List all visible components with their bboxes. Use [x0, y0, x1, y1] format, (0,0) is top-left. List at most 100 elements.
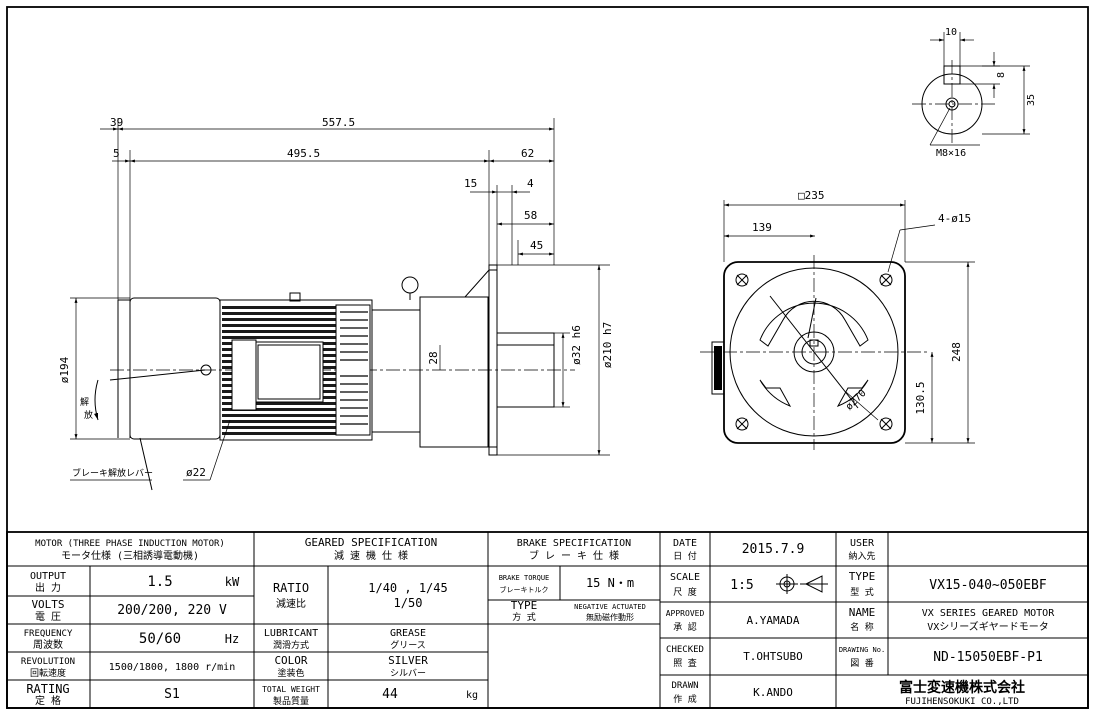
color-jp: 塗装色 — [277, 667, 304, 679]
dim-45: 45 — [530, 239, 543, 252]
dwg-val: ND-15050EBF-P1 — [933, 650, 1043, 665]
volts-jp: 電 圧 — [35, 611, 61, 623]
gear-head-en: GEARED SPECIFICATION — [305, 536, 437, 549]
dim-22: ø22 — [186, 466, 206, 479]
weight-jp: 製品質量 — [273, 695, 309, 707]
output-en: OUTPUT — [30, 571, 66, 582]
dim-58: 58 — [524, 209, 537, 222]
torque-jp: ブレーキトルク — [500, 585, 549, 594]
rev-jp: 回転速度 — [30, 667, 66, 679]
freq-jp: 周波数 — [33, 638, 63, 651]
torque-val: 15 N・m — [586, 576, 634, 590]
scale-jp: 尺 度 — [673, 586, 696, 598]
spec-table: MOTOR (THREE PHASE INDUCTION MOTOR) モータ仕… — [6, 531, 1089, 709]
dim-8: 8 — [996, 72, 1007, 78]
date-jp: 日 付 — [673, 551, 696, 562]
approved-val: A.YAMADA — [747, 614, 800, 627]
dim-139: 139 — [752, 221, 772, 234]
drawn-jp: 作 成 — [673, 693, 696, 705]
checked-en: CHECKED — [666, 645, 704, 655]
company-en: FUJIHENSOKUKI CO.,LTD — [905, 697, 1019, 707]
dim-5: 5 — [113, 147, 120, 160]
front-view: □235 139 4-ø15 ø270 — [700, 189, 975, 450]
lub-val-jp: グリース — [390, 639, 426, 651]
type-jp: 方 式 — [512, 611, 535, 623]
weight-en: TOTAL WEIGHT — [262, 685, 320, 694]
ratio-en: RATIO — [273, 581, 309, 595]
dim-62: 62 — [521, 147, 534, 160]
checked-jp: 照 査 — [673, 657, 696, 669]
dim-35: 35 — [1026, 94, 1037, 106]
output-jp: 出 力 — [35, 581, 61, 594]
dim-28: 28 — [427, 351, 440, 364]
freq-en: FREQUENCY — [24, 629, 73, 639]
scale-val: 1:5 — [730, 578, 753, 593]
dwg-jp: 図 番 — [850, 657, 873, 669]
weight-val: 44 — [382, 687, 398, 702]
rev-val: 1500/1800, 1800 r/min — [109, 662, 235, 673]
name-jp: 名 称 — [850, 621, 873, 633]
shaft-detail: 10 8 35 M8×16 — [912, 27, 1037, 159]
dim-4holes: 4-ø15 — [938, 212, 971, 225]
dim-194: ø194 — [58, 356, 71, 383]
ratio-jp: 減速比 — [276, 597, 306, 610]
dim-39: 39 — [110, 116, 123, 129]
date-en: DATE — [673, 538, 697, 549]
mtype-en: TYPE — [849, 570, 876, 583]
volts-en: VOLTS — [31, 598, 64, 611]
name-val1: VX SERIES GEARED MOTOR — [922, 608, 1055, 619]
release-label-2: 放 — [84, 409, 93, 421]
rating-val: S1 — [164, 687, 180, 702]
ratio-val2: 1/50 — [394, 596, 423, 610]
motor-head-en: MOTOR (THREE PHASE INDUCTION MOTOR) — [35, 539, 225, 549]
dim-557: 557.5 — [322, 116, 355, 129]
scale-en: SCALE — [670, 572, 700, 583]
weight-unit: kg — [466, 690, 478, 701]
user-jp: 納入先 — [848, 550, 875, 562]
torque-en: BRAKE TORQUE — [499, 574, 550, 582]
date-val: 2015.7.9 — [742, 542, 805, 557]
dim-10: 10 — [945, 27, 957, 38]
user-en: USER — [850, 538, 875, 549]
approved-jp: 承 認 — [673, 621, 696, 633]
color-val-jp: シルバー — [390, 668, 426, 679]
lub-en: LUBRICANT — [264, 628, 318, 639]
mtype-jp: 型 式 — [850, 586, 873, 598]
rating-jp: 定 格 — [35, 694, 61, 707]
dim-m8: M8×16 — [936, 148, 966, 159]
brake-head-en: BRAKE SPECIFICATION — [517, 538, 631, 549]
drawn-val: K.ANDO — [753, 686, 793, 699]
color-en: COLOR — [274, 654, 307, 667]
type-val-jp: 無励磁作動形 — [586, 612, 634, 622]
color-val-en: SILVER — [388, 654, 428, 667]
dim-248: 248 — [950, 342, 963, 362]
dim-15: 15 — [464, 177, 477, 190]
lub-val-en: GREASE — [390, 628, 426, 639]
output-unit: kW — [225, 575, 240, 589]
ratio-val1: 1/40 , 1/45 — [368, 581, 447, 595]
type-val-en: NEGATIVE ACTUATED — [574, 603, 646, 611]
release-label: 解 — [80, 396, 89, 408]
company-jp: 富士変速機株式会社 — [899, 679, 1025, 696]
dim-130: 130.5 — [914, 381, 927, 414]
volts-val: 200/200, 220 V — [117, 603, 227, 618]
dim-32: ø32 h6 — [570, 325, 583, 365]
dim-235: □235 — [798, 189, 825, 202]
gear-head-jp: 減 速 機 仕 様 — [334, 549, 408, 562]
freq-val: 50/60 — [139, 631, 181, 647]
projection-icon — [776, 574, 828, 594]
name-val2: VXシリーズギヤードモータ — [927, 620, 1049, 633]
dwg-en: DRAWING No. — [839, 646, 885, 654]
mtype-val: VX15-040~050EBF — [929, 578, 1047, 593]
checked-val: T.OHTSUBO — [743, 650, 803, 663]
type-en: TYPE — [511, 599, 538, 612]
dim-4: 4 — [527, 177, 534, 190]
brake-head-jp: ブ レ ー キ 仕 様 — [529, 549, 619, 562]
side-view: 39 557.5 5 495.5 62 15 4 58 45 — [58, 116, 614, 491]
lub-jp: 潤滑方式 — [273, 639, 309, 651]
name-en: NAME — [849, 606, 876, 619]
rating-en: RATING — [26, 682, 69, 696]
drawn-en: DRAWN — [671, 681, 698, 691]
rev-en: REVOLUTION — [21, 657, 75, 667]
